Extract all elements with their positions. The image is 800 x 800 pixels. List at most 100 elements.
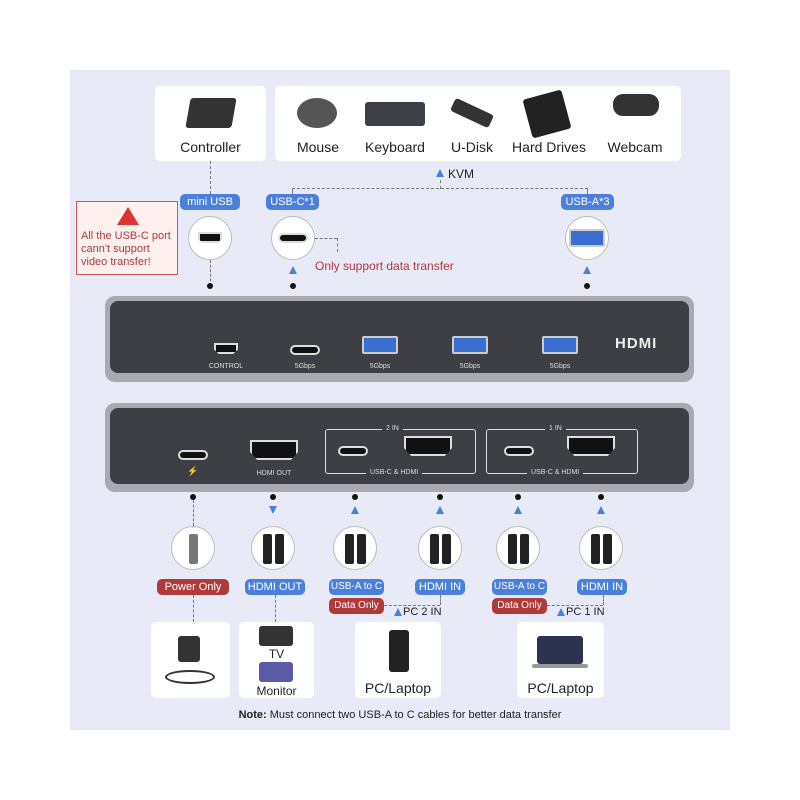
connector-line	[440, 180, 441, 189]
monitor-image	[259, 662, 293, 682]
hdmi-cable-image	[579, 526, 623, 570]
arrow-up-icon	[289, 266, 297, 274]
note-label: Note:	[238, 709, 267, 721]
connector-line	[292, 188, 293, 194]
arrow-up-icon	[436, 169, 444, 177]
dot	[290, 283, 296, 289]
connector-line	[547, 605, 603, 606]
usb-a-to-c-badge: USB-A to C	[329, 579, 384, 595]
dot	[437, 494, 443, 500]
kvm-label: KVM	[448, 167, 475, 181]
hdmi-in-badge: HDMI IN	[577, 579, 627, 595]
webcam-label: Webcam	[607, 139, 663, 155]
kvm-rear-panel: ⚡ HDMI OUT 2 IN USB-C & HDMI 1 IN USB-C …	[105, 403, 694, 492]
port-label: CONTROL	[208, 363, 244, 370]
connector-line	[587, 188, 588, 194]
usb-a-to-c-cable-image	[333, 526, 377, 570]
hdmi-in-port	[404, 436, 452, 456]
mini-usb-port	[214, 343, 238, 354]
usb-c-port	[504, 446, 534, 456]
usb-c-port-image	[271, 216, 315, 260]
arrow-up-icon	[394, 608, 402, 616]
pc2-card: PC/Laptop	[355, 622, 441, 698]
mini-usb-badge: mini USB	[180, 194, 240, 210]
webcam-image	[613, 94, 659, 116]
keyboard-image	[365, 102, 425, 126]
keyboard-label: Keyboard	[365, 139, 425, 155]
dot	[515, 494, 521, 500]
port-label: 5Gbps	[459, 363, 481, 370]
connector-line	[315, 238, 337, 239]
mouse-label: Mouse	[296, 139, 340, 155]
laptop-image	[537, 636, 583, 664]
hdmi-in-badge: HDMI IN	[415, 579, 465, 595]
pc-laptop-label: PC/Laptop	[364, 680, 432, 696]
hdmi-logo: HDMI	[615, 335, 658, 352]
pc2-in-label: PC 2 IN	[403, 606, 442, 618]
usb-a-port	[452, 336, 488, 354]
data-only-badge: Data Only	[329, 598, 384, 614]
note-text: Must connect two USB-A to C cables for b…	[266, 709, 562, 721]
connector-line	[603, 595, 604, 605]
data-transfer-note: Only support data transfer	[315, 259, 454, 273]
hard-drive-image	[522, 89, 572, 139]
controller-label: Controller	[180, 139, 241, 155]
hdmi-in-port	[567, 436, 615, 456]
dot	[207, 283, 213, 289]
hdmi-out-label: HDMI OUT	[256, 470, 292, 477]
hdmi-out-port	[250, 440, 298, 460]
diagram-background	[70, 70, 730, 730]
dot	[270, 494, 276, 500]
usb-c-port	[290, 345, 320, 355]
footer-note: Note: Must connect two USB-A to C cables…	[70, 709, 730, 721]
desktop-pc-image	[389, 630, 409, 672]
usb-disk-image	[450, 97, 494, 129]
dot	[598, 494, 604, 500]
group-sub-label: USB-C & HDMI	[527, 469, 584, 476]
tv-image	[259, 626, 293, 646]
usb-a-port-image	[565, 216, 609, 260]
power-adapter-image	[178, 636, 200, 662]
input-group-1: 1 IN USB-C & HDMI	[486, 425, 638, 476]
pc-laptop-label: PC/Laptop	[527, 680, 594, 696]
cable-image	[165, 670, 215, 684]
input-group-2: 2 IN USB-C & HDMI	[325, 425, 476, 476]
peripherals-card: Mouse Keyboard U-Disk Hard Drives Webcam	[275, 86, 681, 161]
hdmi-out-badge: HDMI OUT	[245, 579, 305, 595]
power-usb-c-port	[178, 450, 208, 460]
group-2-label: 2 IN	[382, 425, 403, 432]
display-card: TV Monitor	[239, 622, 314, 698]
connector-line	[193, 500, 194, 526]
usb-a-port	[362, 336, 398, 354]
usb-cable-image	[171, 526, 215, 570]
arrow-up-icon	[583, 266, 591, 274]
hard-drives-label: Hard Drives	[512, 139, 586, 155]
pc1-in-label: PC 1 IN	[566, 606, 605, 618]
warning-box: All the USB-C port cann't support video …	[76, 201, 178, 275]
group-sub-label: USB-C & HDMI	[366, 469, 423, 476]
connector-line	[337, 238, 338, 252]
arrow-up-icon	[436, 506, 444, 514]
mini-usb-port-image	[188, 216, 232, 260]
connector-line	[440, 595, 441, 605]
port-label: 5Gbps	[369, 363, 391, 370]
arrow-down-icon	[269, 506, 277, 514]
connector-line	[275, 595, 276, 622]
connector-line	[384, 605, 440, 606]
hdmi-cable-image	[418, 526, 462, 570]
laptop-base	[532, 664, 588, 668]
tv-label: TV	[268, 647, 285, 661]
warning-text: All the USB-C port cann't support video …	[81, 230, 171, 268]
group-1-label: 1 IN	[545, 425, 566, 432]
arrow-up-icon	[597, 506, 605, 514]
pc1-card: PC/Laptop	[517, 622, 604, 698]
dot	[352, 494, 358, 500]
power-adapter-card	[151, 622, 230, 698]
kvm-front-panel: HDMI CONTROL 5Gbps 5Gbps 5Gbps 5Gbps	[105, 296, 694, 382]
arrow-up-icon	[557, 608, 565, 616]
hdmi-cable-image	[251, 526, 295, 570]
usb-a-badge: USB-A*3	[561, 194, 614, 210]
udisk-label: U-Disk	[451, 139, 493, 155]
usb-a-to-c-badge: USB-A to C	[492, 579, 547, 595]
dot	[584, 283, 590, 289]
